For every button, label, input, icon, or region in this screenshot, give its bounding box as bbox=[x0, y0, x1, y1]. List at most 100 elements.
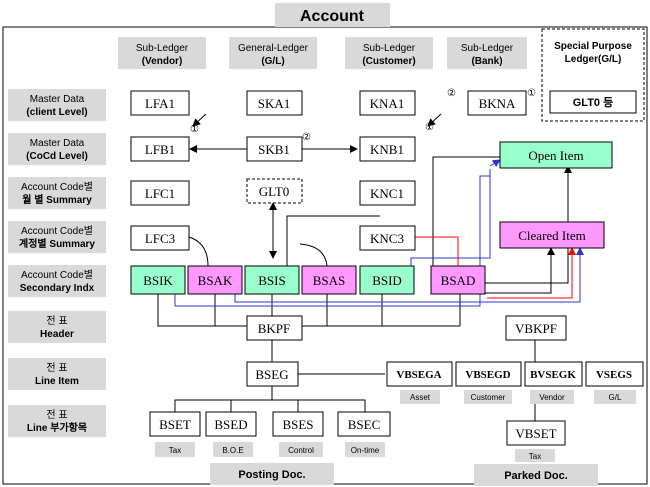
table-bsec-label: BSEC bbox=[348, 417, 381, 432]
table-glt0-label: GLT0 bbox=[259, 184, 290, 199]
table-bsak: BSAK bbox=[187, 265, 243, 295]
row-label-6-line1: 전 표 bbox=[46, 315, 67, 327]
column-bank-line1: Sub-Ledger bbox=[461, 43, 514, 54]
table-bsad-label: BSAD bbox=[441, 273, 476, 288]
table-glt0: GLT0 bbox=[246, 178, 303, 204]
table-bsas: BSAS bbox=[301, 265, 357, 295]
sub-label-asset: Asset bbox=[410, 393, 431, 402]
table-bset: BSET bbox=[149, 411, 201, 437]
table-bseg: BSEG bbox=[246, 361, 299, 387]
table-bses-label: BSES bbox=[282, 417, 313, 432]
row-label-1-line2: (client Level) bbox=[26, 107, 87, 118]
table-lfa1-label: LFA1 bbox=[145, 96, 175, 111]
marker-1-vendor: ① bbox=[190, 124, 199, 135]
table-bvsegk: BVSEGK bbox=[524, 361, 583, 387]
table-bkpf-label: BKPF bbox=[258, 321, 291, 336]
marker-1-customer: ① bbox=[425, 122, 434, 133]
column-bank-line2: (Bank) bbox=[471, 56, 502, 67]
row-label-3-line2: 월 별 Summary bbox=[22, 193, 92, 206]
column-header-gl: General-Ledger (G/L) bbox=[229, 37, 317, 69]
table-kna1: KNA1 bbox=[359, 90, 416, 116]
table-bkpf: BKPF bbox=[246, 315, 303, 341]
special-purpose-line2: Ledger(G/L) bbox=[565, 54, 622, 65]
table-knc1: KNC1 bbox=[359, 180, 416, 206]
table-lfb1-label: LFB1 bbox=[145, 142, 175, 157]
sub-label-control: Control bbox=[288, 446, 314, 455]
footer-posting-doc: Posting Doc. bbox=[238, 469, 305, 481]
column-customer-line1: Sub-Ledger bbox=[363, 43, 416, 54]
table-vbsegd: VBSEGD bbox=[455, 361, 522, 387]
table-vsegs: VSEGS bbox=[585, 361, 644, 387]
table-vbsega: VBSEGA bbox=[386, 361, 453, 387]
table-bsis: BSIS bbox=[244, 265, 300, 295]
table-vbsegd-label: VBSEGD bbox=[465, 369, 510, 381]
footer-parked-doc: Parked Doc. bbox=[504, 470, 568, 482]
table-lfc1-label: LFC1 bbox=[145, 186, 175, 201]
table-bsed: BSED bbox=[205, 411, 257, 437]
table-vsegs-label: VSEGS bbox=[596, 369, 632, 381]
table-bsad: BSAD bbox=[430, 265, 486, 295]
table-knc3: KNC3 bbox=[359, 225, 416, 251]
row-label-4-line1: Account Code별 bbox=[21, 225, 93, 237]
row-label-6-line2: Header bbox=[40, 329, 74, 340]
column-header-vendor: Sub-Ledger (Vendor) bbox=[118, 37, 206, 69]
table-bkna: BKNA bbox=[467, 90, 527, 116]
special-purpose-box-label: GLT0 등 bbox=[573, 96, 613, 109]
sub-label-tax: Tax bbox=[169, 446, 181, 455]
row-label-2-line2: (CoCd Level) bbox=[26, 151, 88, 162]
table-bsed-label: BSED bbox=[214, 417, 247, 432]
markers: ① ② ② ① ① bbox=[190, 88, 536, 143]
table-bsak-label: BSAK bbox=[198, 273, 233, 288]
marker-1-bank: ① bbox=[527, 88, 536, 99]
row-label-5-line2: Secondary Indx bbox=[20, 283, 95, 294]
table-bsik-label: BSIK bbox=[143, 273, 173, 288]
table-bset-label: BSET bbox=[159, 417, 191, 432]
table-skb1: SKB1 bbox=[246, 136, 303, 162]
table-kna1-label: KNA1 bbox=[370, 96, 405, 111]
marker-2-bank: ② bbox=[447, 88, 456, 99]
column-header-customer: Sub-Ledger (Customer) bbox=[345, 37, 433, 69]
table-vbkpf-label: VBKPF bbox=[515, 321, 557, 336]
table-lfc3-label: LFC3 bbox=[145, 231, 175, 246]
table-lfc1: LFC1 bbox=[130, 180, 190, 206]
diagram-title: Account bbox=[300, 8, 365, 25]
open-item-box: Open Item bbox=[499, 141, 613, 169]
sub-label-ontime: On-time bbox=[351, 446, 380, 455]
marker-2-gl: ② bbox=[302, 132, 311, 143]
table-bsik: BSIK bbox=[130, 265, 186, 295]
table-vbset-label: VBSET bbox=[515, 426, 556, 441]
footer-labels: Posting Doc. Parked Doc. bbox=[210, 463, 598, 486]
cleared-item-box: Cleared Item bbox=[499, 221, 605, 249]
sub-labels: Tax B.O.E Control On-time Asset Customer… bbox=[155, 390, 636, 462]
sub-label-vtax: Tax bbox=[529, 452, 541, 461]
table-boxes: LFA1 SKA1 KNA1 BKNA LFB1 SKB1 KNB1 LFC1 … bbox=[130, 90, 644, 446]
table-bsas-label: BSAS bbox=[313, 273, 346, 288]
row-labels: Master Data (client Level) Master Data (… bbox=[8, 89, 106, 437]
table-bkna-label: BKNA bbox=[479, 96, 516, 111]
table-lfb1: LFB1 bbox=[130, 136, 190, 162]
table-bseg-label: BSEG bbox=[255, 367, 288, 382]
table-knb1-label: KNB1 bbox=[370, 142, 404, 157]
sub-label-vendor: Vendor bbox=[539, 393, 565, 402]
sub-label-customer: Customer bbox=[471, 393, 506, 402]
table-bsid: BSID bbox=[359, 265, 415, 295]
table-knc1-label: KNC1 bbox=[370, 186, 404, 201]
special-purpose-ledger: Special Purpose Ledger(G/L) GLT0 등 bbox=[541, 28, 645, 122]
table-knb1: KNB1 bbox=[359, 136, 416, 162]
sub-label-gl: G/L bbox=[609, 393, 622, 402]
table-bvsegk-label: BVSEGK bbox=[530, 369, 576, 381]
column-gl-line2: (G/L) bbox=[261, 56, 284, 67]
row-label-8-line2: Line 부가항목 bbox=[27, 421, 87, 434]
table-bsis-label: BSIS bbox=[258, 273, 285, 288]
table-bses: BSES bbox=[272, 411, 324, 437]
table-ska1-label: SKA1 bbox=[258, 96, 291, 111]
row-label-1-line1: Master Data bbox=[30, 94, 85, 105]
table-knc3-label: KNC3 bbox=[370, 231, 404, 246]
column-customer-line2: (Customer) bbox=[362, 56, 415, 67]
table-ska1: SKA1 bbox=[246, 90, 303, 116]
table-bsec: BSEC bbox=[337, 411, 391, 437]
row-label-2-line1: Master Data bbox=[30, 138, 85, 149]
row-label-7-line1: 전 표 bbox=[46, 362, 67, 374]
table-vbset: VBSET bbox=[506, 420, 566, 446]
